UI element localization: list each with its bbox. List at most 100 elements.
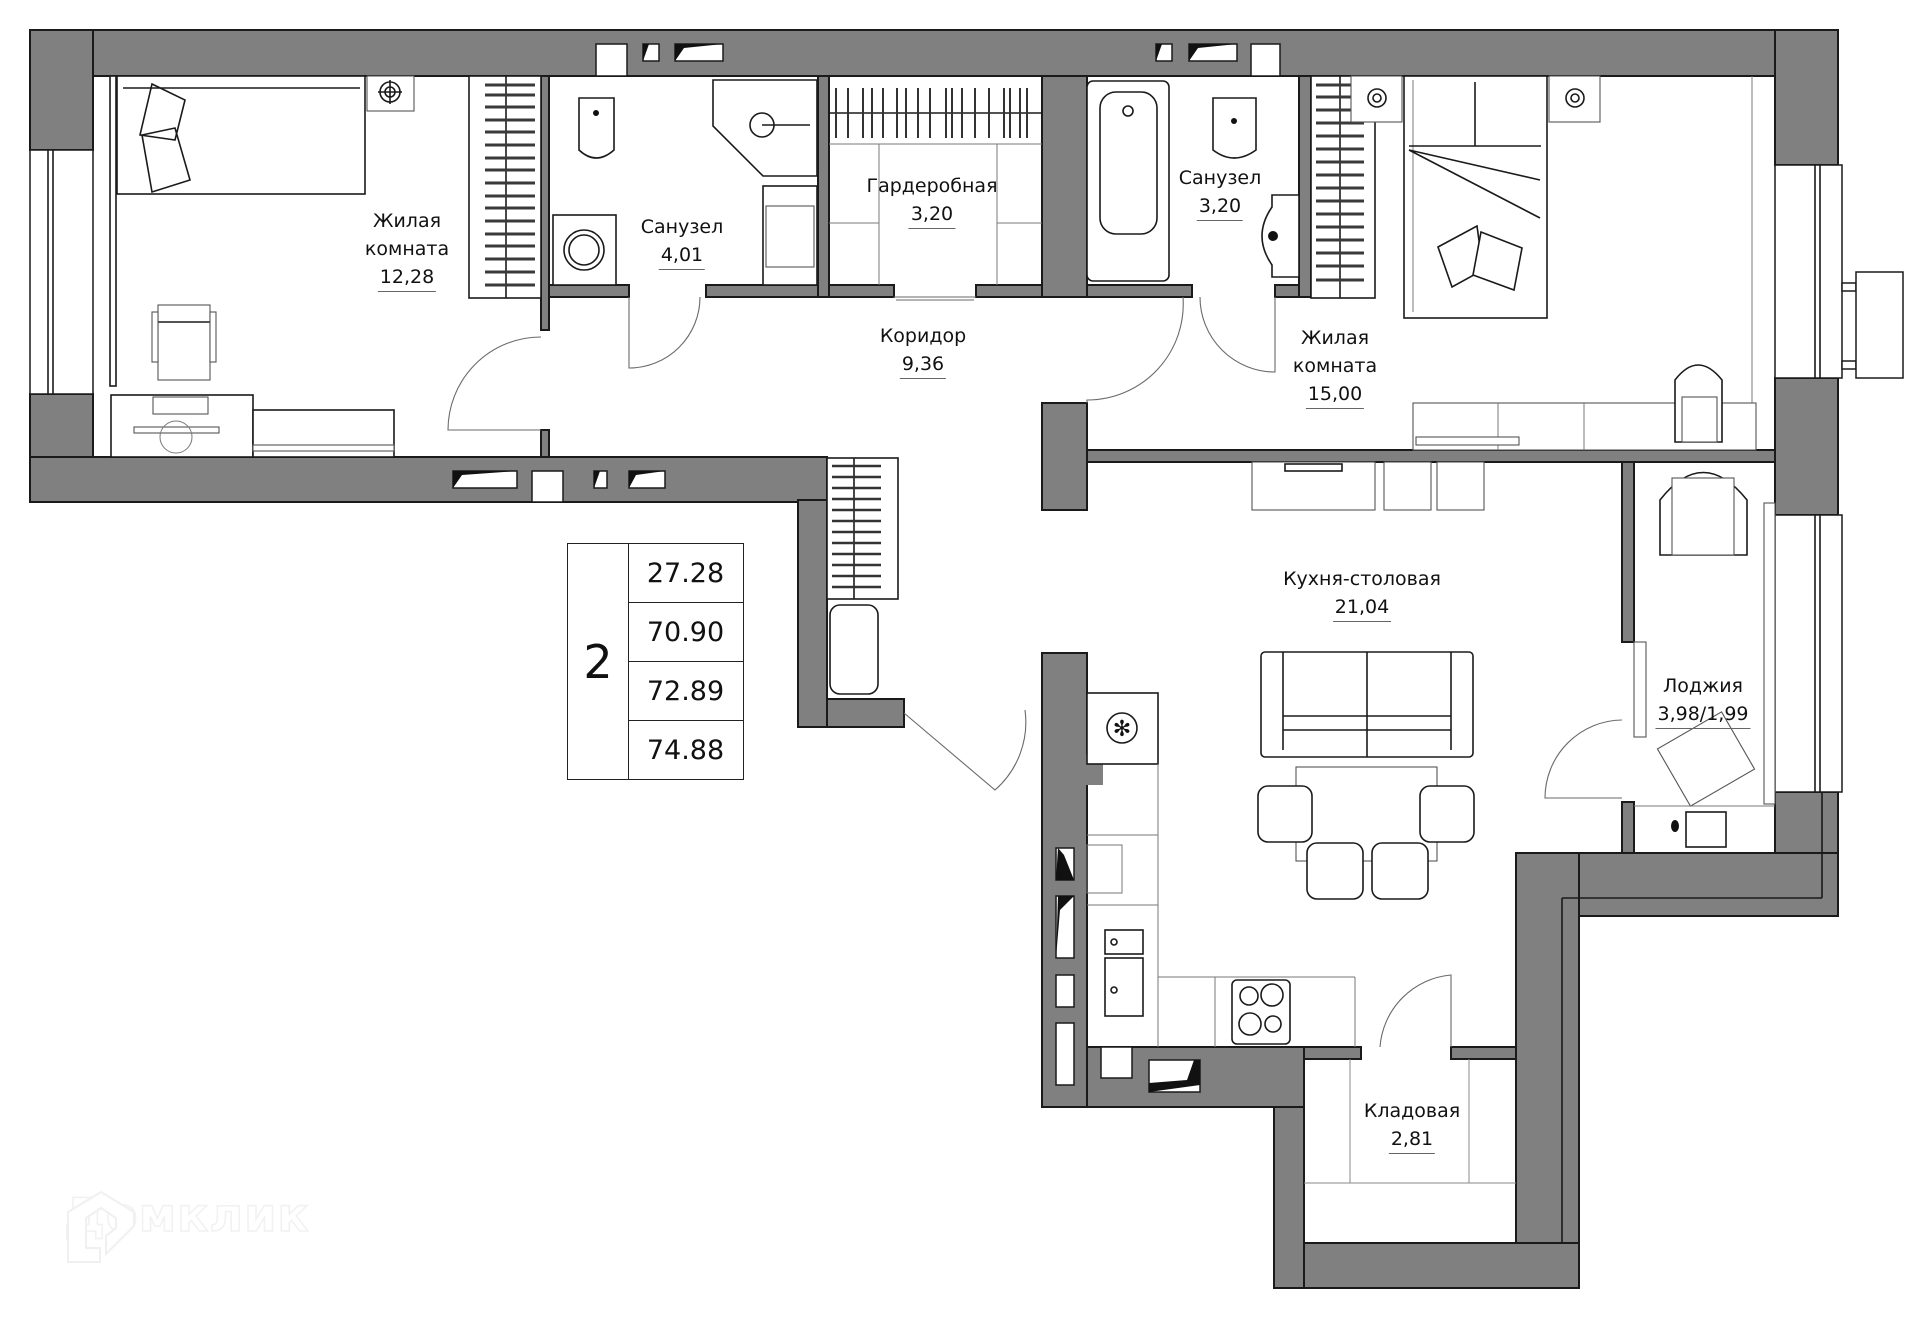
- wardrobe-bath2-wall: [1041, 75, 1088, 298]
- bathtub-icon: [1086, 80, 1170, 282]
- kitchen-counter: [1086, 764, 1356, 1047]
- room-name: Гардеробная: [866, 175, 998, 197]
- room-name: Санузел: [1178, 167, 1262, 189]
- entrance-stub: [826, 698, 905, 728]
- room-name: комната: [1292, 355, 1378, 377]
- walls: [29, 29, 1839, 1289]
- storage-shelves: [1304, 1059, 1516, 1184]
- bathroom1-fixtures: [552, 79, 818, 286]
- right-wall-mid: [1774, 377, 1839, 516]
- tv-icon: [1251, 461, 1485, 511]
- area-value-with-loggia-full: 74.88: [646, 735, 725, 766]
- washing-machine-icon: [552, 214, 617, 286]
- top-wall: [29, 29, 1839, 77]
- room-area: 2,81: [1388, 1125, 1436, 1154]
- sink-icon: [762, 185, 818, 286]
- room-area: 4,01: [658, 241, 706, 270]
- fridge-icon: ✻: [1086, 692, 1159, 765]
- bedroom2-kitchen-wall: [1086, 449, 1776, 463]
- sofa-icon: [1260, 651, 1474, 758]
- bedroom2-wall-stub: [1041, 402, 1088, 511]
- door-icon: [1199, 296, 1276, 373]
- window-icon: [29, 149, 94, 395]
- room-label-loggia: Лоджия 3,98/1,99: [1655, 672, 1751, 729]
- desk-icon: [110, 394, 254, 458]
- air-conditioner-icon: [1841, 271, 1904, 379]
- room-name: Кухня-столовая: [1283, 568, 1441, 590]
- bath2-bedroom2-wall: [1298, 75, 1312, 298]
- armchair-icon: [1659, 471, 1748, 556]
- lamp-icon: [1548, 75, 1601, 123]
- room-name: комната: [364, 238, 450, 260]
- vent-shafts: [452, 43, 1281, 1093]
- shoe-cabinet-icon: [826, 457, 899, 600]
- room-name: Лоджия: [1663, 675, 1743, 697]
- toilet-icon: [1212, 97, 1257, 159]
- room-label-wardrobe: Гардеробная 3,20: [866, 172, 998, 229]
- bedroom1-furniture: [109, 75, 542, 458]
- washing-machine-icon: [1671, 811, 1727, 848]
- area-values: 27.28 70.90 72.89 74.88: [628, 544, 743, 779]
- room-area: 9,36: [899, 350, 947, 379]
- lamp-icon: [366, 75, 415, 112]
- wardrobe-icon: [468, 75, 542, 299]
- area-value-living: 27.28: [628, 544, 743, 603]
- left-wall-upper: [29, 29, 94, 151]
- hangers-icon: [835, 88, 1028, 138]
- loggia-partition-upper: [1621, 461, 1635, 643]
- bath-wardrobe-wall: [817, 75, 830, 298]
- door-icon: [628, 296, 701, 369]
- walk-in-closet: [829, 88, 1042, 285]
- loggia-partition-lower: [1621, 801, 1635, 854]
- room-label-kitchen-dining: Кухня-столовая 21,04: [1283, 565, 1441, 622]
- room-area: 3,98/1,99: [1655, 700, 1751, 729]
- armchair-icon: [1674, 364, 1723, 443]
- room-name: Жилая: [1300, 327, 1370, 349]
- lamp-icon: [1350, 75, 1403, 123]
- storage-top-wall-left: [1303, 1046, 1362, 1060]
- kitchen-furniture: ✻: [1086, 461, 1485, 1047]
- room-name: Кладовая: [1363, 1100, 1461, 1122]
- room-area: 3,20: [1196, 192, 1244, 221]
- window-icon: [1774, 164, 1843, 379]
- tv-stand-icon: [252, 409, 395, 458]
- room-area: 15,00: [1305, 380, 1365, 409]
- svg-text:✻: ✻: [1113, 717, 1131, 742]
- door-icon: [1086, 296, 1184, 403]
- room-label-bathroom-2: Санузел 3,20: [1178, 164, 1262, 221]
- door-icon: [1544, 719, 1623, 799]
- windows: [29, 149, 1843, 793]
- entrance-furniture: [826, 457, 899, 695]
- room-label-bathroom-1: Санузел 4,01: [640, 213, 724, 270]
- bench-icon: [829, 604, 879, 695]
- rooms-count: 2: [568, 544, 629, 779]
- room-name: Санузел: [640, 216, 724, 238]
- room-label-bedroom-1: Жилая комната 12,28: [365, 207, 449, 292]
- right-wall-upper: [1774, 29, 1839, 166]
- shower-icon: [712, 79, 818, 177]
- room-label-storage: Кладовая 2,81: [1364, 1097, 1460, 1154]
- kitchen-sink-icon: [1104, 929, 1144, 1017]
- door-icon: [903, 709, 1027, 791]
- room-area: 12,28: [377, 263, 437, 292]
- storage-bottom-wall: [1273, 1242, 1580, 1289]
- wardrobe-slats: [485, 83, 535, 287]
- area-value-total: 70.90: [628, 603, 743, 662]
- chair-icon: [1257, 785, 1475, 900]
- doors: [447, 296, 1623, 1048]
- chair-icon: [151, 304, 217, 381]
- window-icon: [1774, 514, 1843, 793]
- area-summary-table: 2 27.28 70.90 72.89 74.88: [567, 543, 744, 780]
- bedroom2-furniture: [1350, 75, 1757, 451]
- room-area: 21,04: [1332, 593, 1392, 622]
- room-label-corridor: Коридор 9,36: [880, 322, 966, 379]
- door-icon: [893, 296, 976, 298]
- watermark: Домклик: [63, 1187, 310, 1263]
- room-name: Жилая: [372, 210, 442, 232]
- domclick-logo-icon: [67, 1190, 135, 1263]
- door-icon: [1379, 974, 1452, 1048]
- bed-icon: [116, 75, 366, 195]
- room-area: 3,20: [908, 200, 956, 229]
- right-lower-wall: [1515, 852, 1580, 1289]
